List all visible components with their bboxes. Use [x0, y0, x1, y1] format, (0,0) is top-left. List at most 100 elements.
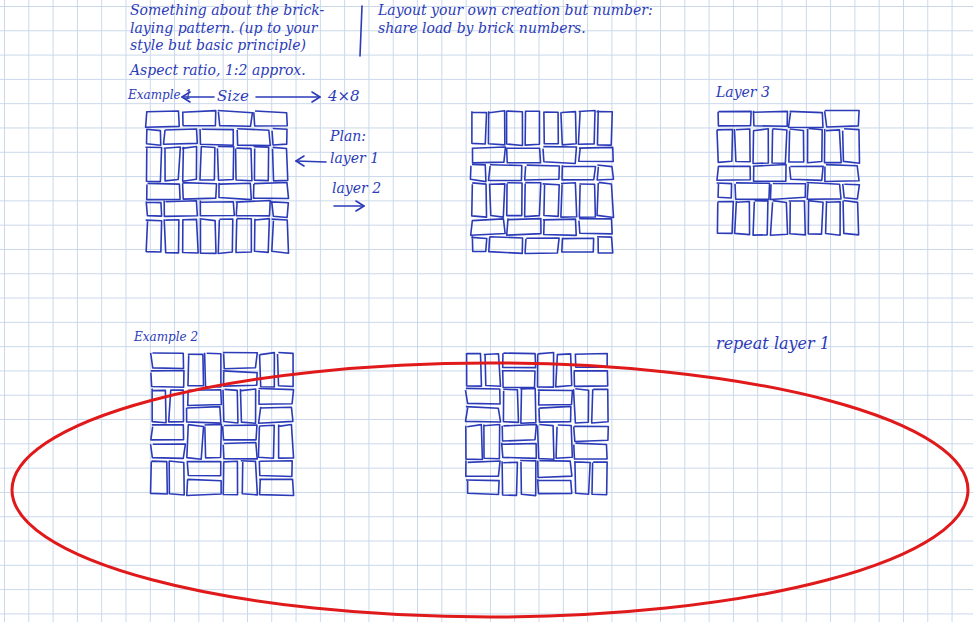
plan-label: Plan:	[330, 128, 366, 146]
brick-outline	[502, 370, 535, 387]
brick-outline	[574, 389, 589, 423]
brick-outline	[538, 352, 554, 387]
brick-outline	[223, 389, 238, 423]
brick-outline	[241, 461, 258, 495]
brick-outline	[507, 111, 523, 146]
brick-outline	[507, 183, 522, 216]
brick-outline	[218, 219, 233, 254]
brick-outline	[182, 111, 216, 126]
brick-outline	[562, 238, 594, 252]
brick-outline	[466, 461, 500, 477]
brick-outline	[735, 183, 770, 199]
brick-outline	[579, 184, 595, 217]
layer-label: Layer 3	[716, 84, 770, 102]
brick-outline	[502, 424, 536, 441]
brick-outline	[223, 353, 257, 369]
brick-outline	[717, 166, 750, 180]
brick-outline	[218, 111, 253, 127]
size-arrow	[256, 96, 320, 98]
brick-outline	[503, 389, 518, 422]
brick-outline	[538, 461, 572, 478]
note-text: Something about the brick-laying pattern…	[130, 2, 355, 55]
brick-outline	[466, 480, 499, 495]
dimension-value: 4×8	[328, 87, 360, 106]
divider-line	[360, 6, 362, 56]
note-text: repeat layer 1	[716, 334, 830, 354]
brick-outline	[525, 183, 541, 217]
brick-outline	[597, 165, 613, 180]
brick-outline	[471, 219, 505, 235]
brick-outline	[538, 479, 572, 494]
brick-outline	[770, 183, 805, 199]
brick-outline	[826, 201, 841, 235]
layer-arrowhead	[356, 201, 364, 211]
brick-outline	[789, 129, 804, 162]
brick-outline	[200, 219, 216, 254]
brick-outline	[543, 219, 576, 235]
example-label: Example 1	[128, 88, 192, 103]
brick-outline	[466, 407, 501, 422]
brick-outline	[258, 388, 293, 404]
brick-outline	[561, 112, 576, 145]
brick-outline	[273, 147, 288, 180]
layer-label: layer 1	[330, 150, 379, 168]
brick-outline	[502, 461, 517, 495]
brick-outline	[169, 461, 184, 495]
brick-outline	[217, 146, 233, 180]
brick-outline	[223, 442, 257, 458]
brick-outline	[151, 353, 184, 369]
brick-outline	[277, 352, 293, 386]
brick-outline	[183, 219, 199, 253]
brick-outline	[824, 129, 841, 163]
brick-outline	[223, 461, 237, 495]
brick-outline	[543, 147, 576, 164]
brick-outline	[164, 219, 179, 253]
brick-outline	[151, 371, 184, 388]
brick-outline	[574, 371, 608, 387]
brick-outline	[204, 424, 221, 457]
brick-outline	[254, 147, 269, 181]
brick-outline	[718, 111, 751, 125]
brick-outline	[146, 129, 161, 145]
brick-outline	[254, 111, 288, 126]
brick-outline	[543, 184, 560, 217]
brick-outline	[259, 479, 293, 495]
brick-outline	[843, 129, 860, 164]
plan-arrowhead	[296, 156, 304, 166]
brick-outline	[753, 201, 768, 235]
brick-outline	[717, 183, 732, 199]
brick-outline	[255, 219, 270, 253]
brick-outline	[152, 388, 166, 422]
brick-outline	[574, 426, 609, 441]
brick-outline	[753, 164, 786, 181]
brick-outline	[200, 200, 235, 215]
brick-outline	[808, 201, 823, 234]
highlight-ellipse	[12, 363, 968, 617]
brick-outline	[537, 424, 553, 459]
brick-outline	[223, 425, 257, 440]
brick-outline	[272, 219, 289, 253]
brick-outline	[578, 111, 595, 145]
brick-outline	[843, 184, 860, 199]
brick-outline	[151, 461, 168, 494]
example-label: Example 2	[134, 330, 198, 345]
brick-outline	[579, 219, 612, 234]
note-text: Aspect ratio, 1:2 approx.	[130, 62, 306, 80]
brick-outline	[187, 479, 221, 495]
brick-outline	[219, 183, 251, 200]
brick-outline	[789, 201, 806, 235]
brick-outline	[236, 219, 251, 253]
brick-outline	[146, 220, 162, 252]
brick-outline	[236, 148, 252, 181]
plan-arrow	[296, 161, 326, 162]
brick-outline	[808, 128, 823, 162]
brick-outline	[187, 461, 221, 475]
brick-outline	[790, 166, 824, 180]
brick-outline	[182, 146, 197, 181]
brick-outline	[735, 201, 750, 235]
brick-outline	[260, 353, 275, 387]
brick-outline	[145, 147, 161, 181]
brick-outline	[272, 201, 289, 218]
brick-outline	[200, 147, 215, 181]
brick-outline	[164, 129, 198, 144]
